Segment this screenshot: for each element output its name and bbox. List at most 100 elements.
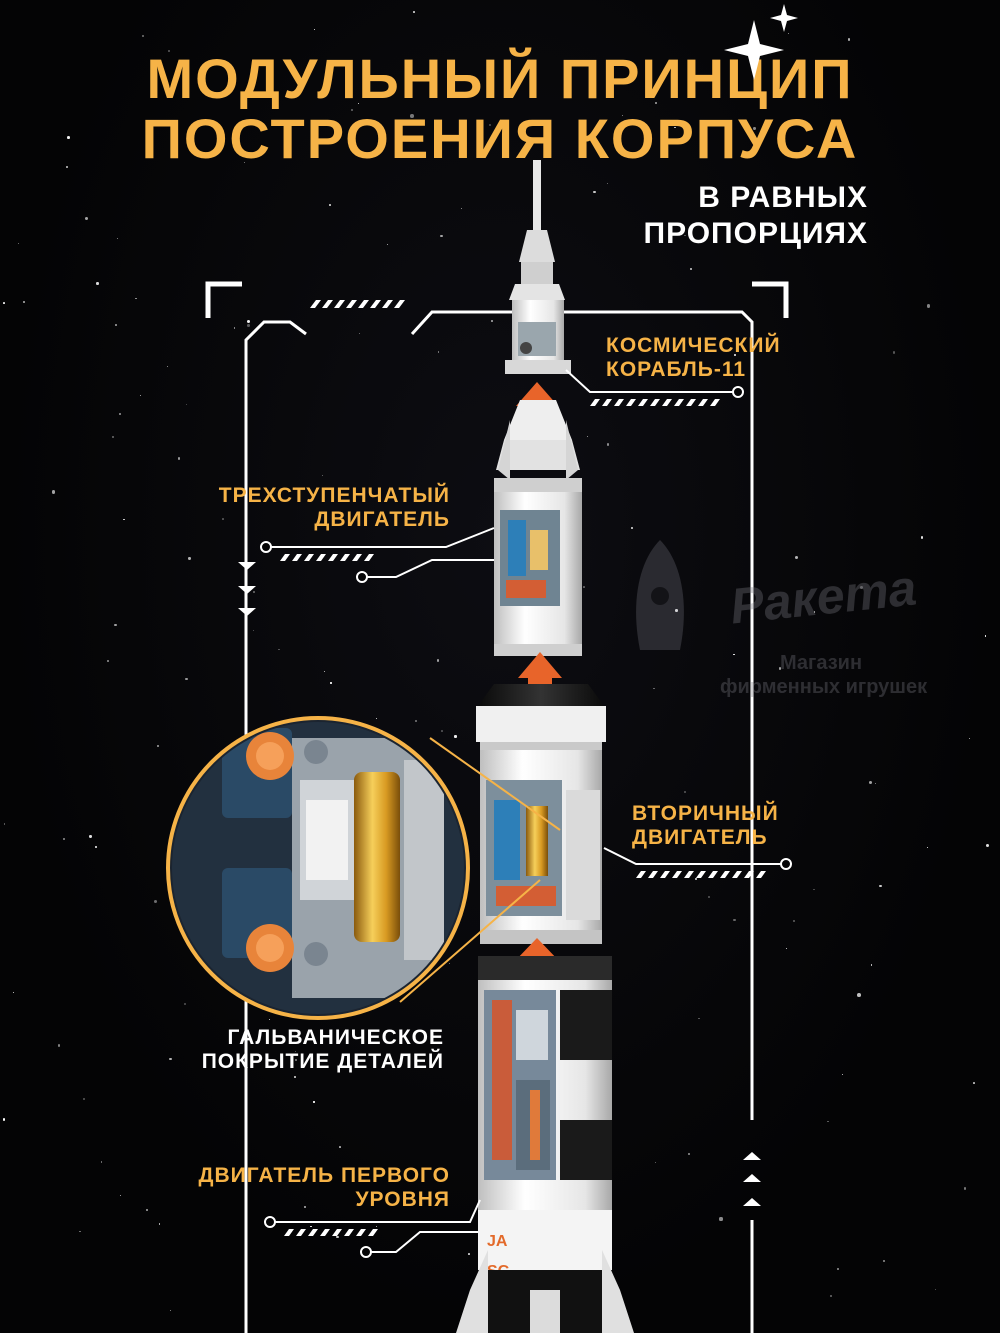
star: [177, 457, 180, 460]
star: [253, 591, 256, 594]
star: [827, 1120, 830, 1123]
watermark-line-2: фирменных игрушек: [720, 676, 928, 698]
star: [185, 677, 188, 680]
star: [115, 324, 117, 327]
star: [921, 536, 924, 539]
star: [690, 267, 693, 270]
star: [95, 846, 98, 849]
star: [278, 648, 280, 651]
star: [684, 235, 686, 237]
star: [454, 735, 457, 738]
star: [119, 412, 122, 415]
star: [84, 216, 88, 220]
star: [436, 658, 440, 662]
star: [985, 844, 990, 848]
star: [792, 920, 795, 923]
star: [183, 1002, 187, 1006]
star: [117, 238, 119, 240]
star: [583, 586, 585, 588]
star: [410, 114, 415, 119]
star: [313, 28, 316, 31]
subtitle-line-2: ПРОПОРЦИЯХ: [643, 217, 868, 250]
star: [785, 947, 787, 950]
star: [688, 1152, 691, 1156]
star: [222, 518, 224, 520]
connector-dots: [260, 386, 792, 1258]
star: [57, 1044, 61, 1047]
star: [870, 963, 873, 966]
star: [892, 351, 895, 354]
star: [329, 204, 331, 206]
rocket-mark-ja: JA: [487, 1233, 508, 1250]
star: [358, 333, 361, 335]
star: [153, 899, 157, 903]
right-triangle-markers: [743, 1152, 761, 1206]
star: [89, 835, 92, 838]
star: [631, 526, 634, 529]
star: [733, 918, 736, 921]
watermark-line-1: Магазин: [780, 652, 863, 674]
star: [100, 1161, 103, 1163]
star: [829, 1295, 832, 1298]
star: [868, 780, 872, 784]
star: [856, 993, 861, 998]
star: [491, 319, 494, 322]
star: [23, 301, 26, 304]
star: [654, 1161, 657, 1164]
star: [489, 123, 492, 126]
star: [448, 963, 450, 965]
star: [3, 823, 6, 826]
star: [753, 127, 756, 130]
star: [169, 1057, 172, 1061]
star: [653, 687, 656, 690]
star: [984, 635, 986, 637]
star: [169, 1309, 172, 1312]
star: [734, 354, 737, 357]
star: [244, 162, 246, 164]
star: [313, 1101, 315, 1103]
star: [310, 1226, 312, 1228]
title-line-2: ПОСТРОЕНИЯ КОРПУСА: [141, 107, 859, 170]
star: [883, 1259, 886, 1262]
star: [167, 49, 171, 52]
subtitle-line-1: В РАВНЫХ: [698, 181, 868, 214]
star: [269, 1018, 271, 1021]
star: [166, 366, 168, 368]
star: [338, 1146, 341, 1148]
star: [112, 436, 114, 438]
star: [460, 208, 462, 210]
star: [12, 992, 14, 994]
star: [123, 518, 126, 521]
star: [351, 108, 354, 111]
detail-magnifier: [166, 716, 561, 1020]
star: [357, 102, 360, 104]
label-three-stage-engine: ТРЕХСТУПЕНЧАТЫЙ ДВИГАТЕЛЬ: [218, 484, 450, 531]
connector-lines: [268, 369, 784, 1253]
frame-lines: [244, 310, 754, 1333]
star: [185, 404, 187, 406]
star: [158, 1223, 161, 1225]
star: [973, 1082, 975, 1084]
star: [467, 1253, 470, 1255]
star: [246, 323, 250, 327]
star: [188, 557, 191, 560]
star: [18, 242, 20, 244]
star: [252, 630, 254, 632]
star: [157, 744, 160, 747]
star: [606, 443, 610, 446]
star: [968, 737, 970, 739]
star: [754, 88, 756, 91]
star: [719, 1217, 723, 1221]
star: [66, 135, 70, 139]
star: [437, 350, 440, 353]
star: [145, 1209, 148, 1212]
star: [675, 609, 678, 612]
star: [62, 837, 65, 840]
star: [440, 234, 443, 238]
star: [879, 884, 883, 888]
star: [233, 327, 236, 330]
star: [627, 121, 630, 124]
star: [698, 1017, 700, 1020]
